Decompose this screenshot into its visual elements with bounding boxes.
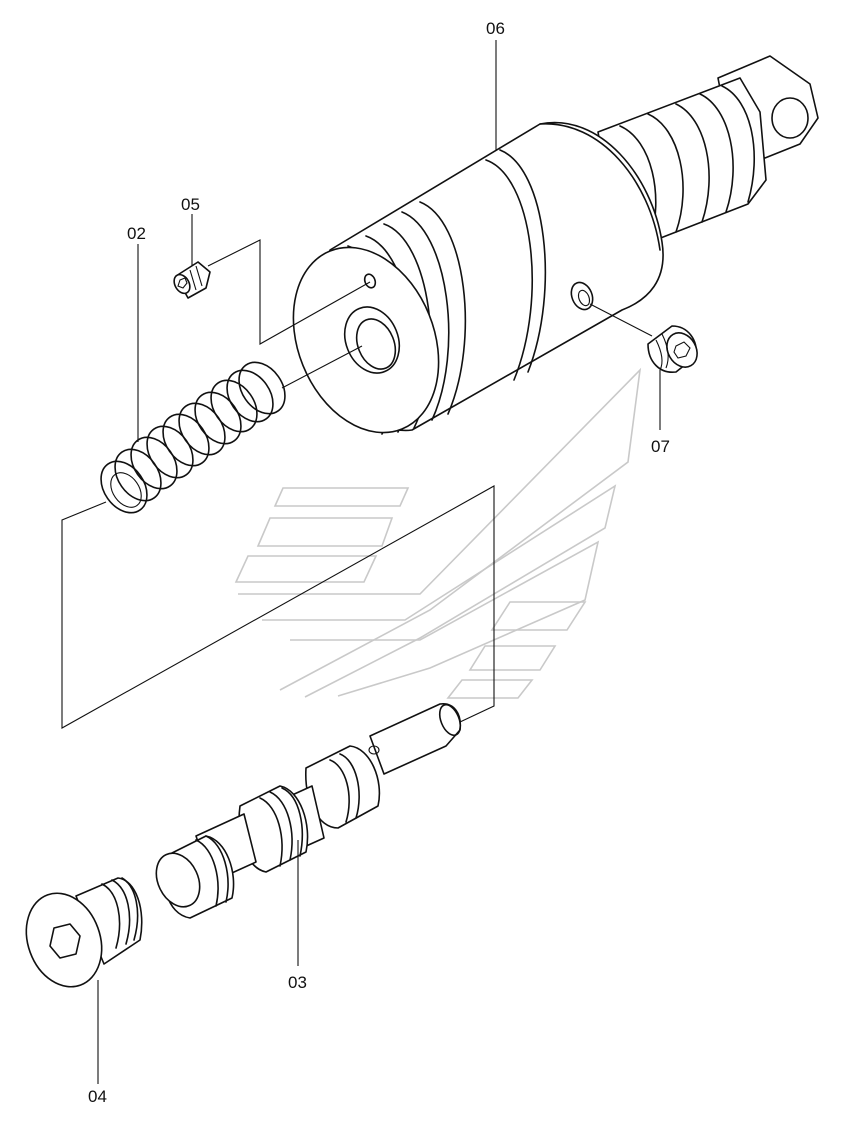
label-03: 03 xyxy=(288,973,307,992)
spring-02 xyxy=(100,361,286,514)
watermark-logo xyxy=(234,367,642,699)
set-screw-05 xyxy=(173,261,211,299)
spool-03 xyxy=(155,703,462,919)
plug-screw-07 xyxy=(647,325,698,373)
label-07: 07 xyxy=(651,437,670,456)
label-02: 02 xyxy=(127,224,146,243)
leader-lines xyxy=(61,40,661,1084)
label-06: 06 xyxy=(486,19,505,38)
label-05: 05 xyxy=(181,195,200,214)
label-04: 04 xyxy=(88,1087,107,1106)
plug-04 xyxy=(25,877,143,988)
valve-body-06 xyxy=(292,55,819,435)
